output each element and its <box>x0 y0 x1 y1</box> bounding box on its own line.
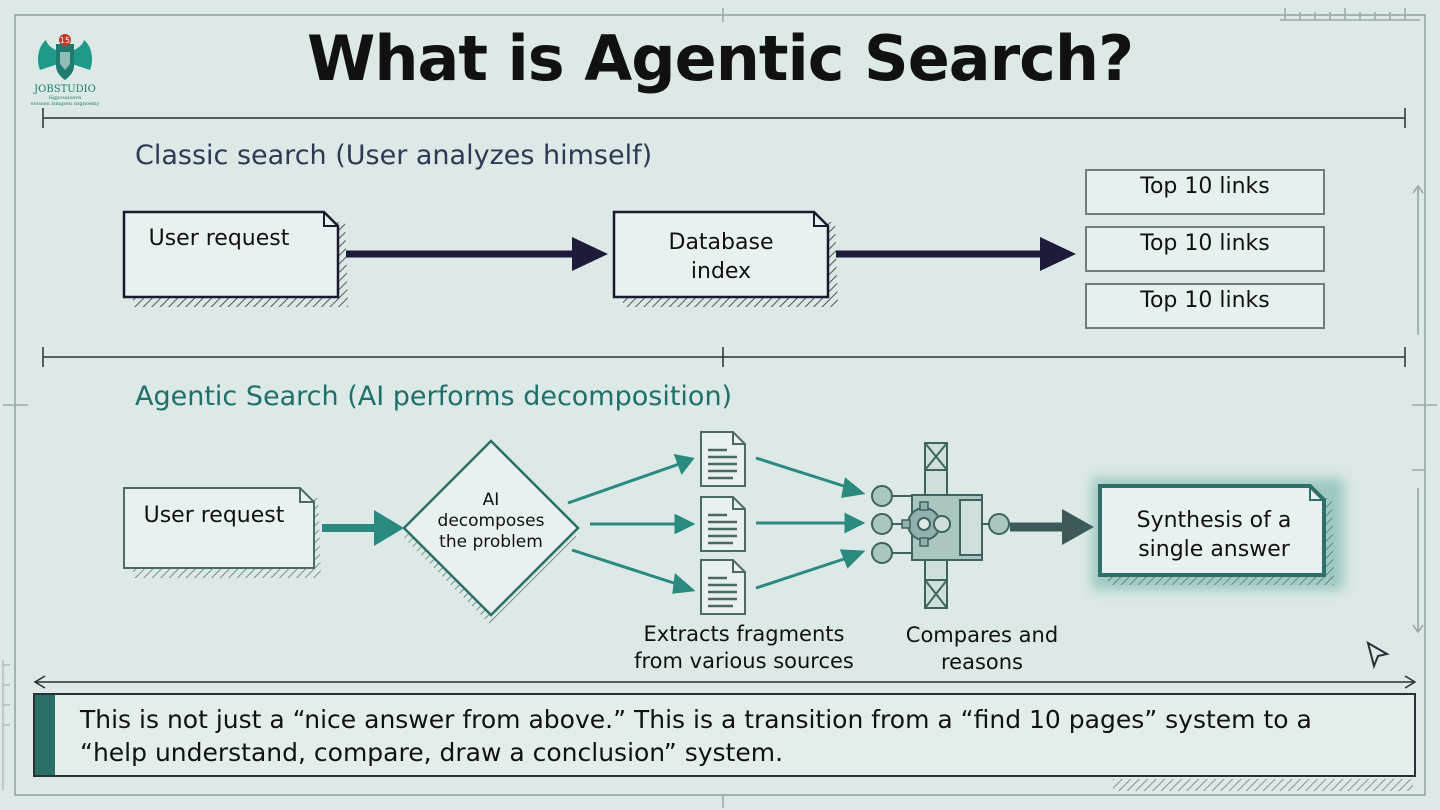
result-link-box: Top 10 links <box>1085 283 1325 329</box>
agentic-user-request-label: User request <box>143 503 285 528</box>
classic-section-heading: Classic search (User analyzes himself) <box>135 140 653 171</box>
database-index-line1: Database <box>668 230 774 255</box>
logo-tagline-2: ersssen lsmgsen nsgnoemy <box>30 101 100 107</box>
synthesis-arrow <box>1010 509 1094 545</box>
extracts-label: Extracts fragments from various sources <box>613 621 875 675</box>
extracts-line1: Extracts fragments <box>643 622 845 646</box>
database-index-line2: index <box>690 259 752 284</box>
agentic-section-heading: Agentic Search (AI performs decompositio… <box>135 381 733 412</box>
document-icon <box>700 431 746 487</box>
decompose-label: AI decomposes the problem <box>431 490 551 553</box>
database-index-box <box>612 210 838 307</box>
compares-line1: Compares and <box>905 623 1059 647</box>
decompose-diamond <box>402 439 580 625</box>
decompose-line2: decomposes <box>437 511 545 531</box>
horse-crest-logo: 15 <box>38 34 92 80</box>
synthesis-box <box>1092 478 1344 590</box>
synthesis-line1: Synthesis of a <box>1136 508 1292 533</box>
agentic-user-request-box <box>123 487 321 578</box>
compares-line2: reasons <box>940 650 1023 674</box>
classic-user-request-box <box>122 210 348 307</box>
compares-label: Compares and reasons <box>882 622 1082 676</box>
document-icon <box>700 496 746 552</box>
synthesis-line2: single answer <box>1138 537 1290 562</box>
logo: 15 JOBSTUDIO Hgpcsaioevn ersssen lsmgsen… <box>30 30 100 107</box>
result-link-box: Top 10 links <box>1085 169 1325 215</box>
classic-arrow-2 <box>836 237 1076 271</box>
document-icon <box>700 559 746 615</box>
summary-note: This is not just a “nice answer from abo… <box>33 693 1416 777</box>
page-title: What is Agentic Search? <box>306 22 1134 95</box>
result-link-label: Top 10 links <box>1140 174 1270 199</box>
decompose-line1: AI <box>482 490 500 510</box>
note-accent-bar <box>35 695 55 775</box>
classic-arrow-1 <box>346 237 608 271</box>
agentic-arrow-1 <box>322 510 404 546</box>
extracts-line2: from various sources <box>634 649 854 673</box>
result-link-box: Top 10 links <box>1085 226 1325 272</box>
logo-tagline-1: Hgpcsaioevn <box>48 95 82 101</box>
merge-arrows <box>755 456 866 590</box>
svg-text:15: 15 <box>60 36 70 45</box>
note-text: This is not just a “nice answer from abo… <box>80 705 1312 767</box>
result-link-label: Top 10 links <box>1140 231 1270 256</box>
synthesis-label: Synthesis of a single answer <box>1100 506 1328 564</box>
gear-icon <box>871 442 1010 609</box>
cursor-icon <box>1366 640 1390 670</box>
branch-arrows <box>567 454 696 594</box>
logo-name: JOBSTUDIO <box>34 84 96 95</box>
decompose-line3: the problem <box>439 532 543 552</box>
database-index-label: Database index <box>614 228 828 286</box>
classic-user-request-label: User request <box>148 226 290 251</box>
result-link-label: Top 10 links <box>1140 288 1270 313</box>
